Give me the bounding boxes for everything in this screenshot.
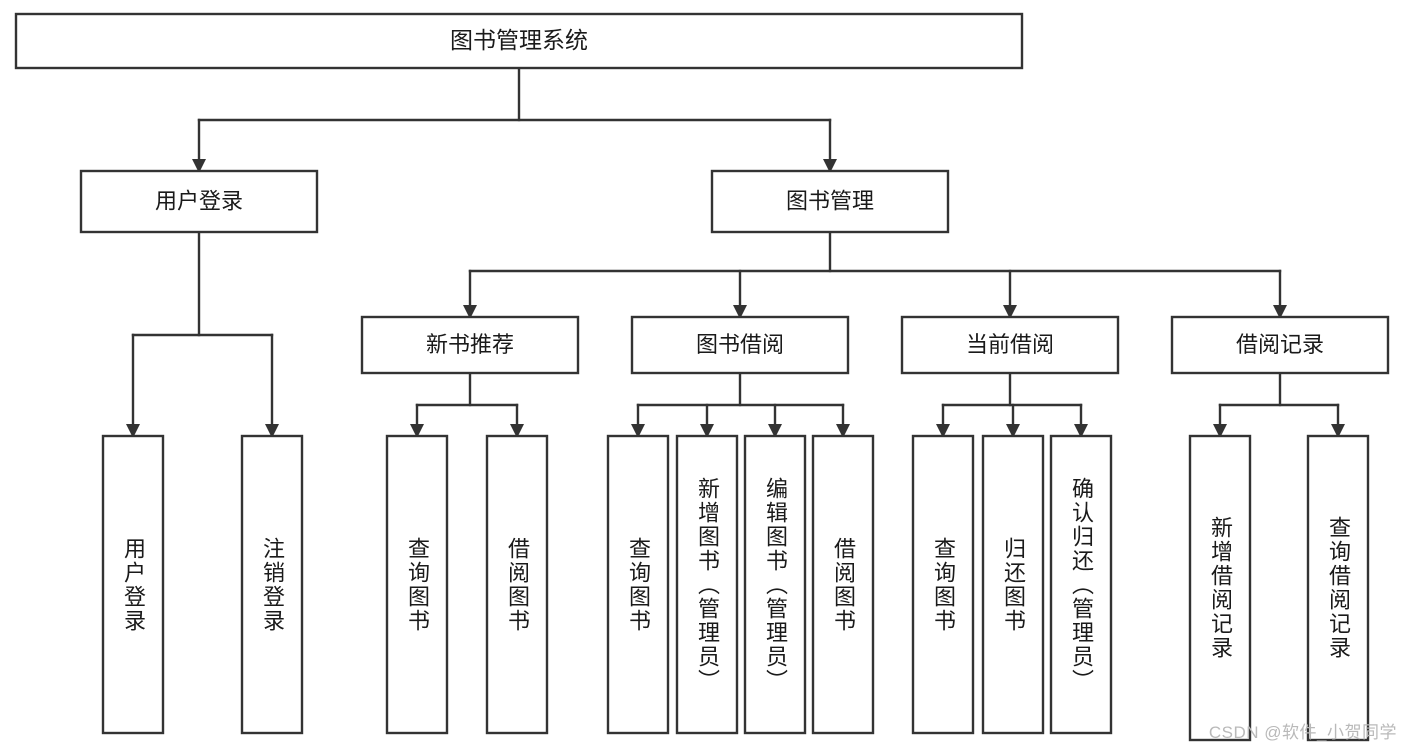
node-box-l3-e2[interactable] xyxy=(1306,434,1370,742)
node-box-l2-new-book-rec[interactable] xyxy=(360,315,580,375)
node-box-l3-d1[interactable] xyxy=(911,434,975,735)
node-label-l2-current-borrow: 当前借阅 xyxy=(966,332,1054,357)
node-box-l2-current-borrow[interactable] xyxy=(900,315,1120,375)
node-box-l3-e1[interactable] xyxy=(1188,434,1252,742)
node-box-l3-b2[interactable] xyxy=(485,434,549,735)
connector-arrowhead-icon xyxy=(823,159,837,173)
connector-arrowhead-icon xyxy=(700,424,714,438)
connector-arrowhead-icon xyxy=(733,305,747,319)
node-label-l1-book-mgmt: 图书管理 xyxy=(786,188,874,213)
connector-arrowhead-icon xyxy=(192,159,206,173)
node-box-l1-user-login[interactable] xyxy=(79,169,319,234)
node-boxes-layer xyxy=(14,12,1390,742)
connector-arrowhead-icon xyxy=(410,424,424,438)
connector-arrowhead-icon xyxy=(1213,424,1227,438)
node-box-l1-book-mgmt[interactable] xyxy=(710,169,950,234)
connector-arrowhead-icon xyxy=(768,424,782,438)
node-box-l3-c4[interactable] xyxy=(811,434,875,735)
node-box-l3-c3[interactable] xyxy=(743,434,807,735)
node-label-l2-book-borrow: 图书借阅 xyxy=(696,332,784,357)
node-box-l3-a1[interactable] xyxy=(101,434,165,735)
node-box-l3-b1[interactable] xyxy=(385,434,449,735)
node-box-l2-borrow-record[interactable] xyxy=(1170,315,1390,375)
connector-arrowhead-icon xyxy=(1273,305,1287,319)
node-box-l3-d3[interactable] xyxy=(1049,434,1113,735)
connector-arrowhead-icon xyxy=(1074,424,1088,438)
node-box-l3-d2[interactable] xyxy=(981,434,1045,735)
connector-arrowhead-icon xyxy=(1003,305,1017,319)
connector-arrowhead-icon xyxy=(265,424,279,438)
connector-arrowhead-icon xyxy=(936,424,950,438)
node-box-l3-c1[interactable] xyxy=(606,434,670,735)
node-box-l3-a2[interactable] xyxy=(240,434,304,735)
node-label-l1-user-login: 用户登录 xyxy=(155,188,243,213)
node-box-l3-c2[interactable] xyxy=(675,434,739,735)
connector-arrowhead-icon xyxy=(126,424,140,438)
node-label-root: 图书管理系统 xyxy=(450,27,588,53)
connector-arrowhead-icon xyxy=(1331,424,1345,438)
node-label-l2-new-book-rec: 新书推荐 xyxy=(426,332,514,357)
connector-arrowhead-icon xyxy=(836,424,850,438)
csdn-watermark: CSDN @软件_小贺同学 xyxy=(1208,723,1397,742)
connectors-layer xyxy=(126,66,1345,438)
node-box-root[interactable] xyxy=(14,12,1024,70)
connector-arrowhead-icon xyxy=(631,424,645,438)
node-box-l2-book-borrow[interactable] xyxy=(630,315,850,375)
connector-arrowhead-icon xyxy=(510,424,524,438)
connector-arrowhead-icon xyxy=(1006,424,1020,438)
node-label-l2-borrow-record: 借阅记录 xyxy=(1236,332,1324,357)
connector-arrowhead-icon xyxy=(463,305,477,319)
